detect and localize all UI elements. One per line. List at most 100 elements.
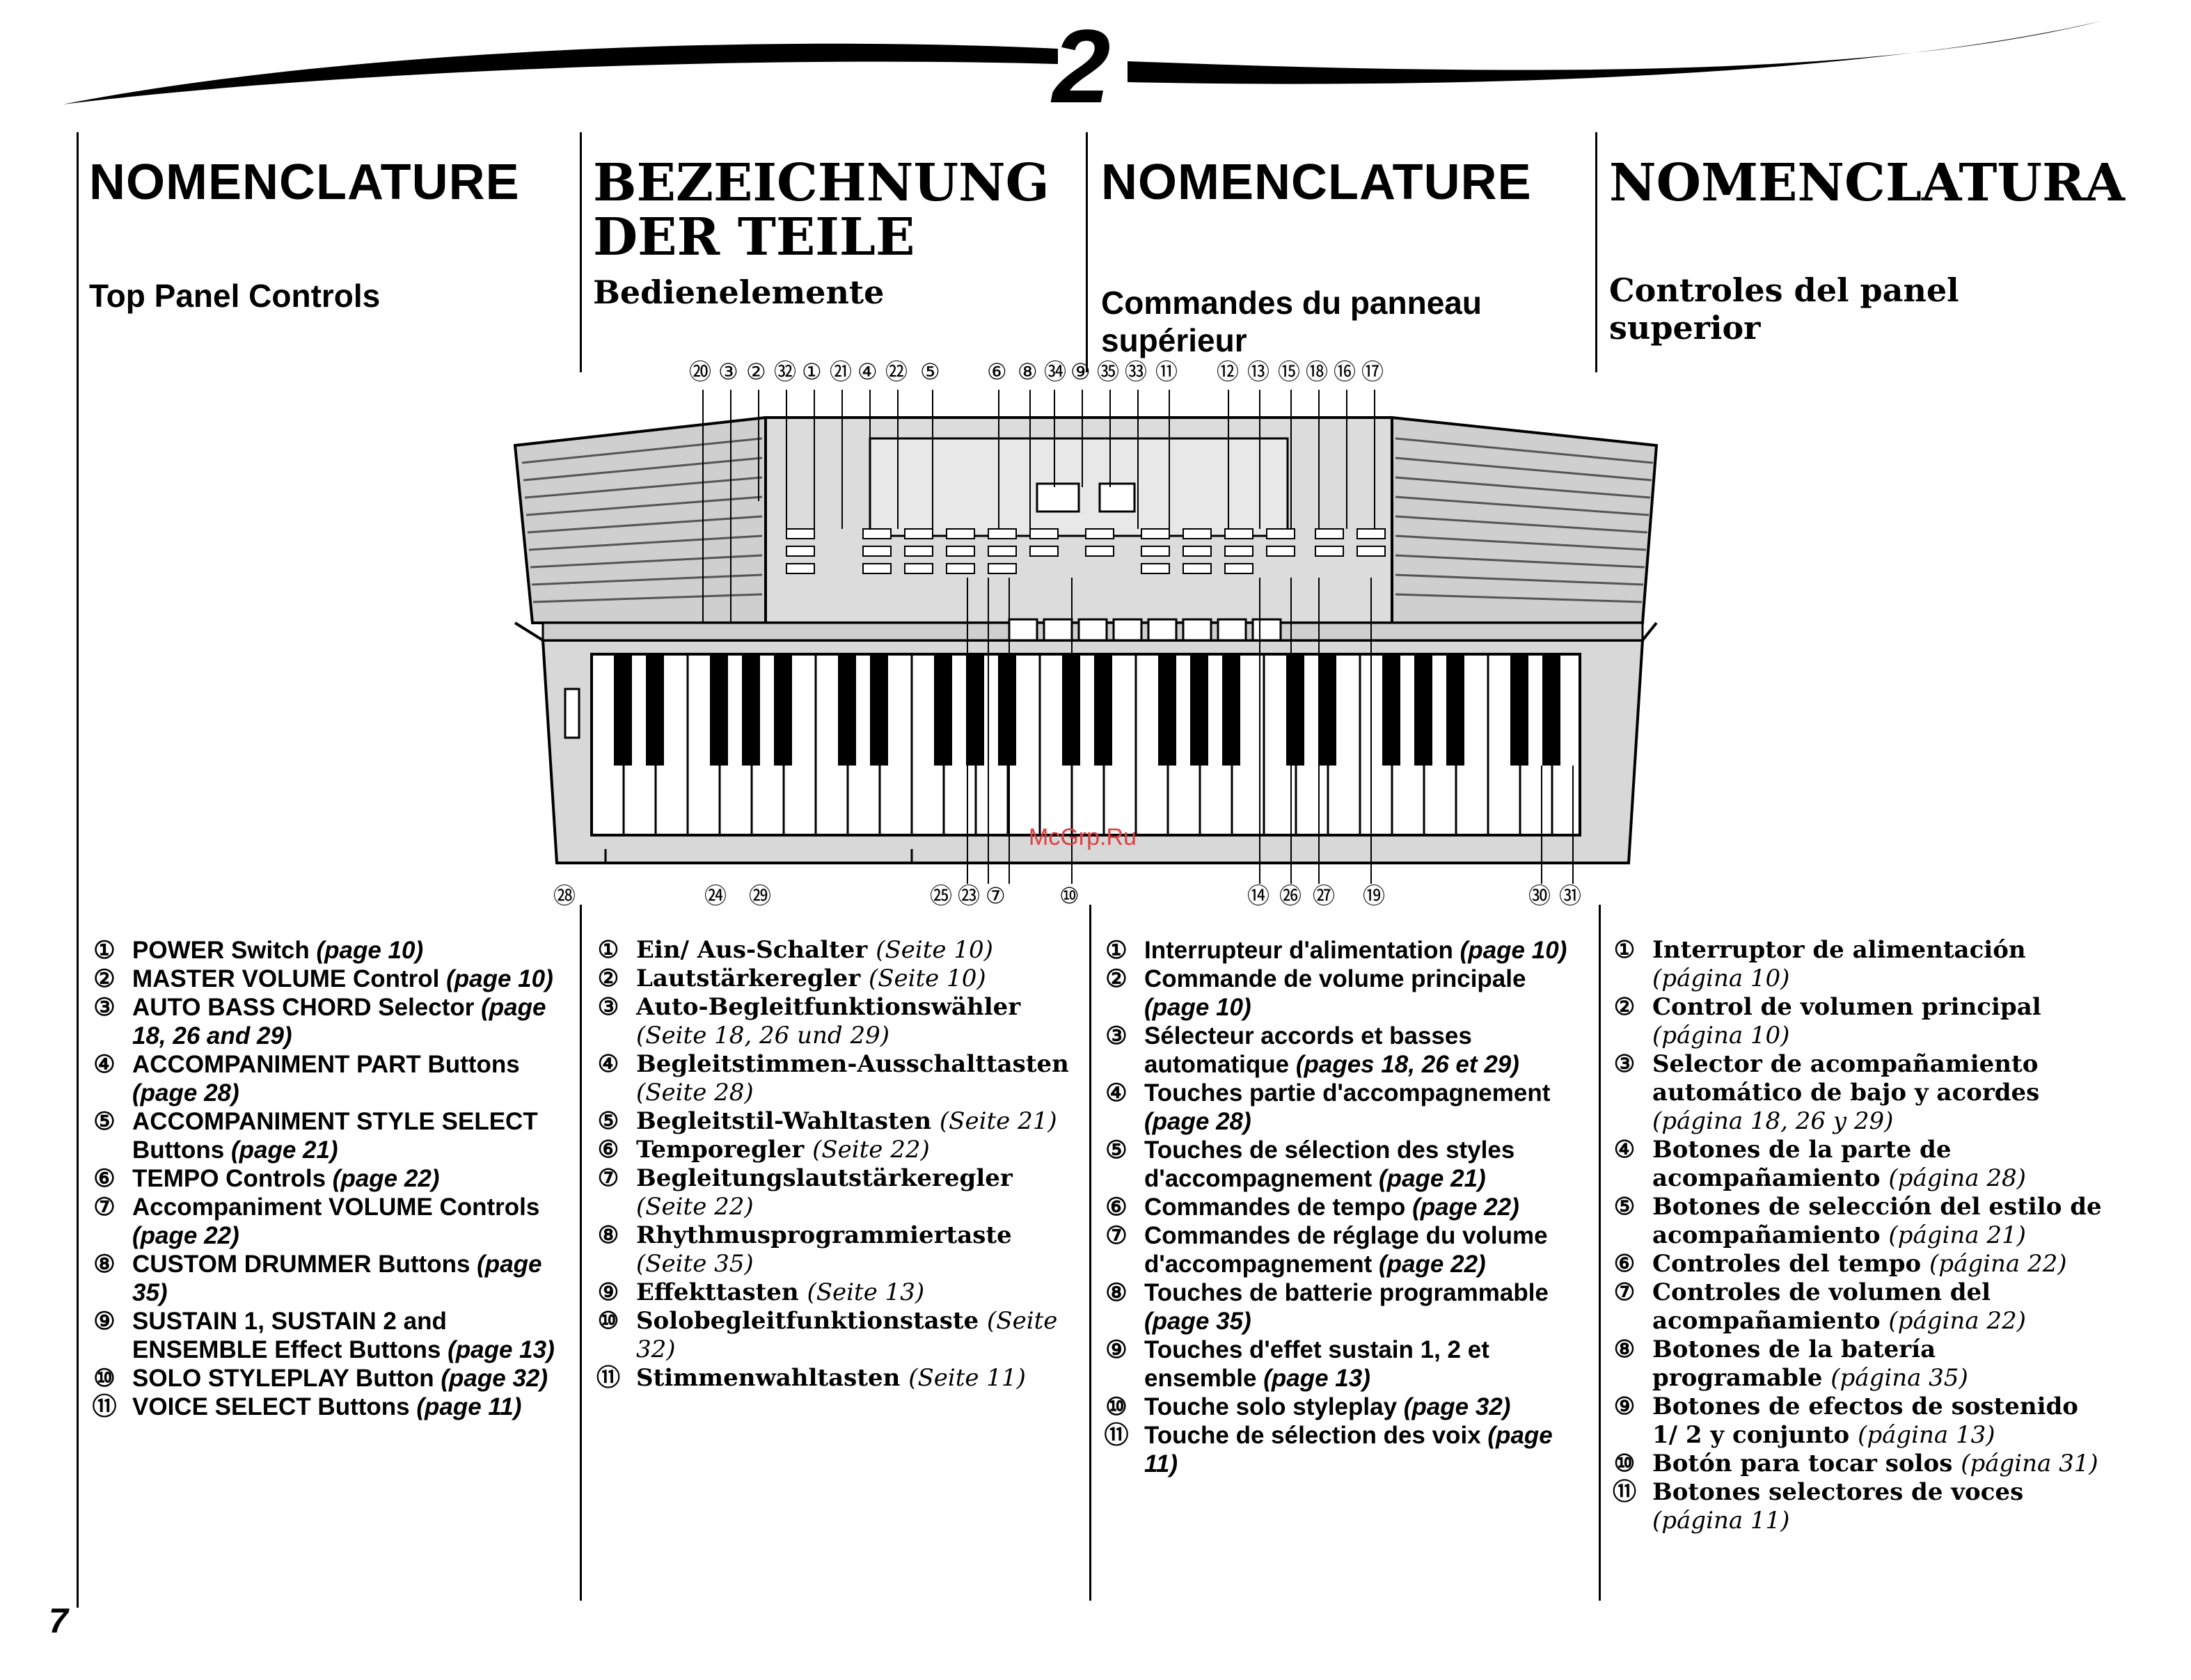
callout-23: ㉓ (958, 882, 981, 909)
callout-15: ⑮ (1278, 358, 1301, 385)
column-divider (77, 132, 79, 1608)
keyboard-diagram (513, 390, 1659, 884)
callout-1: ① (802, 358, 822, 385)
column-divider (580, 132, 582, 372)
led-display-right (1098, 482, 1136, 513)
column-divider (1089, 905, 1091, 1601)
subtitle-en: Top Panel Controls (89, 278, 381, 314)
callout-9: ⑨ (1070, 358, 1091, 385)
panel-buttons (786, 528, 1386, 574)
title-es: NOMENCLATURA (1609, 153, 2125, 213)
callout-28: ㉘ (553, 882, 576, 909)
callout-7: ⑦ (986, 882, 1006, 909)
callout-12: ⑫ (1217, 358, 1240, 385)
page-number: 7 (49, 1601, 68, 1640)
callout-10: ⑩ (1059, 882, 1079, 909)
subtitle-es: Controles del panel superior (1609, 271, 1959, 347)
voice-buttons (1008, 618, 1282, 642)
callout-11: ⑪ (1155, 358, 1178, 385)
title-de: BEZEICHNUNG DER TEILE (593, 153, 1050, 267)
callout-22: ㉒ (885, 358, 908, 385)
callout-32: ㉜ (774, 358, 797, 385)
subtitle-de: Bedienelemente (593, 274, 885, 311)
title-en: NOMENCLATURE (89, 154, 520, 210)
callout-5: ⑤ (920, 358, 940, 385)
chapter-banner (63, 21, 2102, 104)
callout-24: ㉔ (704, 882, 727, 909)
callout-6: ⑥ (987, 358, 1007, 385)
subtitle-fr: Commandes du panneau supérieur (1101, 285, 1482, 359)
callout-19: ⑲ (1363, 882, 1386, 909)
callout-26: ㉖ (1279, 882, 1302, 909)
callout-17: ⑰ (1361, 358, 1384, 385)
led-display-left (1036, 482, 1080, 513)
title-fr: NOMENCLATURE (1101, 154, 1532, 210)
callout-21: ㉑ (830, 358, 853, 385)
callout-31: ㉛ (1559, 882, 1582, 909)
column-divider (580, 905, 582, 1601)
callout-29: ㉙ (749, 882, 772, 909)
callout-4: ④ (857, 358, 878, 385)
pitch-slider (564, 688, 580, 739)
callout-27: ㉗ (1313, 882, 1336, 909)
leader-lines (702, 390, 1574, 884)
watermark: McGrp.Ru (1029, 824, 1137, 850)
callout-13: ⑬ (1247, 358, 1270, 385)
callout-33: ㉝ (1125, 358, 1148, 385)
callout-8: ⑧ (1018, 358, 1038, 385)
callout-16: ⑯ (1334, 358, 1356, 385)
callout-30: ㉚ (1528, 882, 1551, 909)
callout-35: ㉟ (1097, 358, 1120, 385)
callout-34: ㉞ (1044, 358, 1067, 385)
right-speaker-grille (1395, 437, 1654, 603)
black-keys (614, 654, 1560, 766)
callout-25: ㉕ (930, 882, 953, 909)
callout-20: ⑳ (689, 358, 712, 385)
column-divider (1086, 132, 1088, 372)
